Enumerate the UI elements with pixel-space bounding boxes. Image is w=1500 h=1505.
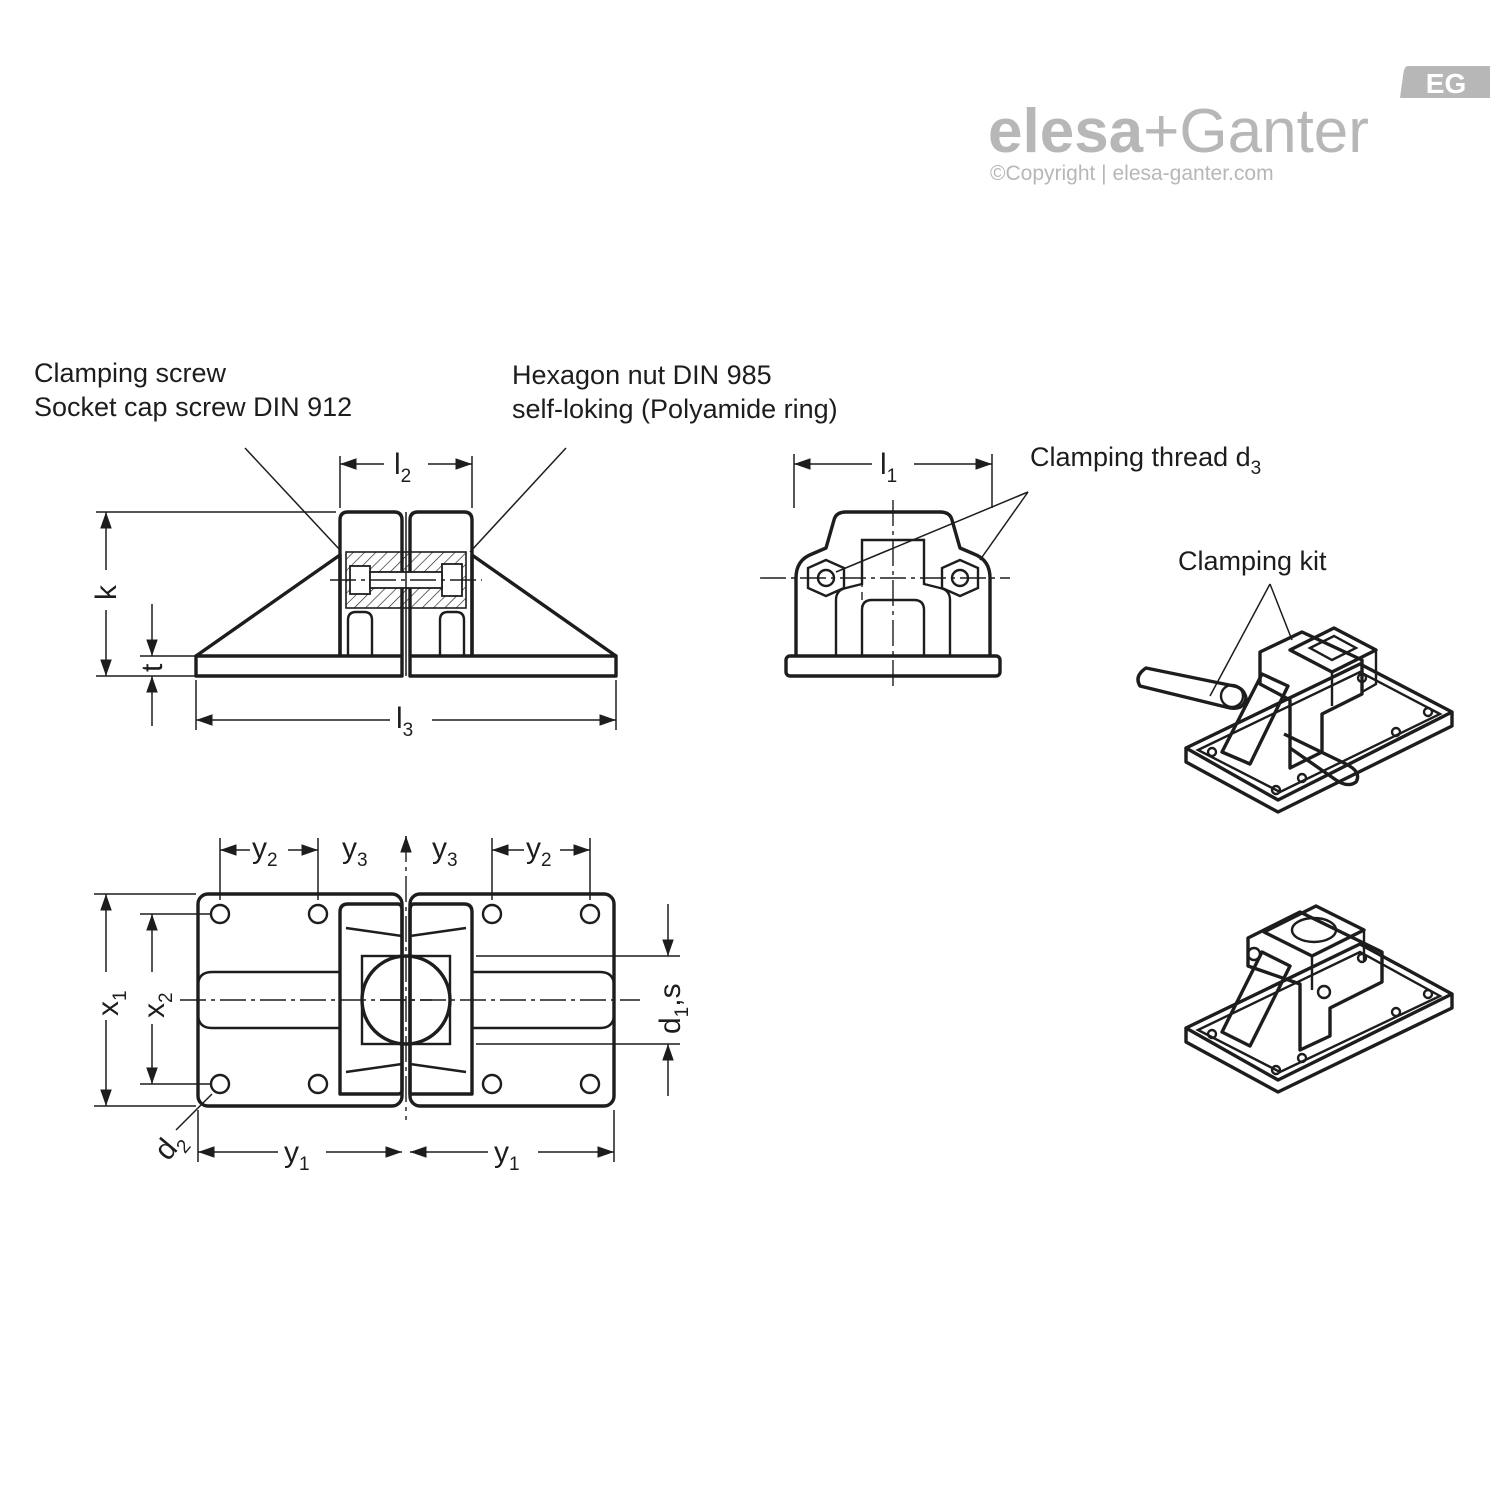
label-clamping-kit: Clamping kit	[1178, 546, 1327, 576]
mount-hole-icon	[481, 903, 503, 925]
iso-gusset	[1220, 672, 1290, 766]
base-plate-left	[194, 654, 404, 678]
iso2-clamp-edges	[1310, 930, 1366, 990]
side-view: l1	[760, 448, 1029, 690]
iso2-round-bore-icon	[1290, 916, 1338, 944]
label-clamping-thread: Clamping thread d3	[1030, 442, 1261, 479]
iso2-base-edge	[1184, 994, 1454, 1094]
mount-hole-icon	[579, 903, 601, 925]
front-view: l2 k t l3	[90, 447, 618, 741]
upright-left	[338, 510, 404, 656]
dim-y3-left: y3	[342, 832, 368, 871]
iso2-clamp-body	[1246, 910, 1384, 1052]
lever-hub-icon	[1219, 683, 1245, 709]
label-socket-cap-screw: Socket cap screw DIN 912	[34, 392, 352, 422]
leader-hex-nut	[469, 447, 567, 553]
recess-left	[346, 610, 374, 656]
clamp-body-right	[408, 902, 474, 1096]
dim-t: t	[136, 663, 169, 672]
iso2-gusset	[1220, 950, 1292, 1048]
gusset-left	[195, 553, 342, 658]
label-clamping-screw: Clamping screw	[34, 358, 227, 388]
iso-clamp-edges	[1330, 650, 1378, 706]
leader-kit-b	[1269, 583, 1293, 641]
dim-l3: l3	[396, 702, 413, 741]
hex-nut-left-icon	[806, 558, 846, 598]
isometric-view-with-kit	[1136, 583, 1454, 814]
mount-hole-icon	[307, 903, 329, 925]
brand-logo: EG elesa+Ganter ©Copyright | elesa-gante…	[988, 66, 1490, 185]
leader-kit-a	[1209, 583, 1271, 697]
iso-clamp-body	[1258, 630, 1364, 770]
dim-d2: d2	[148, 1124, 195, 1170]
clamp-body-left	[338, 902, 404, 1096]
iso-square-bore	[1307, 634, 1359, 662]
label-self-locking: self-loking (Polyamide ring)	[512, 394, 838, 424]
clamp-chamfers	[345, 926, 467, 1074]
iso2-base-inner	[1195, 950, 1443, 1074]
dim-l2: l2	[394, 448, 411, 487]
dim-d1-s: d1,s	[654, 983, 693, 1034]
iso2-base-plate	[1184, 942, 1454, 1082]
iso-base-inner	[1195, 670, 1443, 794]
dim-y2-left: y2	[252, 832, 278, 871]
label-hexagon-nut: Hexagon nut DIN 985	[512, 360, 772, 390]
annotation-labels: Clamping screw Socket cap screw DIN 912 …	[34, 358, 1327, 576]
mount-hole-icon	[481, 1073, 503, 1095]
dim-x2: x2	[138, 992, 177, 1018]
base-plate-right	[408, 654, 618, 678]
leader-thread-left	[835, 491, 1029, 573]
dim-k: k	[90, 584, 123, 600]
brand-left: elesa	[988, 97, 1144, 166]
recess-right	[438, 610, 466, 656]
brand-right: Ganter	[1179, 97, 1369, 166]
dim-y2-right: y2	[526, 832, 552, 871]
dim-y3-right: y3	[432, 832, 458, 871]
isometric-view	[1184, 904, 1454, 1094]
eg-badge-icon: EG	[1400, 66, 1490, 99]
mount-hole-icon	[209, 903, 231, 925]
brand-plus: +	[1143, 97, 1179, 166]
dim-l1: l1	[880, 448, 897, 487]
mount-hole-icon	[307, 1073, 329, 1095]
iso-base-edge	[1184, 712, 1454, 814]
upright-right	[408, 510, 474, 656]
iso2-bolt-icon	[1246, 946, 1262, 962]
leader-thread-right	[979, 491, 1029, 561]
mount-hole-icon	[209, 1073, 231, 1095]
clamping-lever-right-icon[interactable]	[1283, 732, 1360, 787]
mount-hole-icon	[579, 1073, 601, 1095]
dim-y1-right: y1	[494, 1136, 520, 1175]
top-view: y2 y3 y3 y2 x1 x2 d1,s d2 y1 y1	[92, 832, 693, 1175]
hex-nut-right-icon	[940, 558, 980, 598]
leader-clamping-screw	[244, 447, 341, 551]
gusset-right	[470, 553, 617, 658]
clamping-lever-icon[interactable]	[1136, 666, 1248, 710]
iso2-bolt-icon	[1316, 984, 1332, 1000]
dim-y1-left: y1	[284, 1136, 310, 1175]
badge-text: EG	[1426, 68, 1466, 99]
dim-x1: x1	[92, 990, 131, 1016]
brand-name: elesa+Ganter	[988, 97, 1369, 166]
copyright-text: ©Copyright | elesa-ganter.com	[990, 162, 1274, 185]
